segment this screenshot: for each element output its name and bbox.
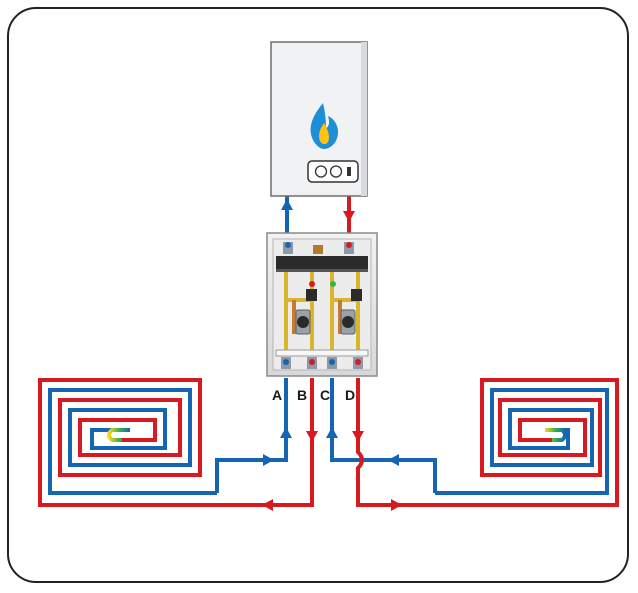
arrow-b-down bbox=[306, 431, 318, 442]
pipe-b bbox=[270, 378, 314, 507]
arrow-a-up bbox=[280, 427, 292, 438]
label-c: C bbox=[320, 387, 331, 403]
cabinet-copper-bypass bbox=[292, 300, 342, 334]
boiler-control-panel bbox=[307, 160, 359, 183]
cabinet-valve-actuators bbox=[306, 281, 362, 301]
label-b: B bbox=[297, 387, 308, 403]
underfloor-heating-coil-left bbox=[38, 378, 270, 507]
flow-arrows bbox=[262, 427, 402, 511]
arrow-left-return-right bbox=[263, 454, 274, 466]
arrow-right-return-left bbox=[388, 454, 399, 466]
cabinet-bottom-valves bbox=[281, 357, 363, 369]
flame-icon bbox=[310, 103, 338, 149]
boiler-display bbox=[347, 167, 351, 176]
label-d: D bbox=[345, 387, 356, 403]
cabinet-header-bar bbox=[276, 256, 368, 269]
coil-left-flow-pipe bbox=[38, 378, 270, 507]
mixing-manifold-cabinet bbox=[266, 232, 378, 377]
gas-boiler-icon bbox=[270, 41, 368, 197]
arrow-c-up bbox=[326, 427, 338, 438]
coil-left-center-bend bbox=[107, 428, 130, 442]
label-a: A bbox=[272, 387, 283, 403]
pipe-a bbox=[215, 378, 288, 493]
cabinet-bottom-rail bbox=[275, 349, 369, 357]
arrow-boiler-flow-down bbox=[343, 211, 355, 222]
arrow-left-flow-left bbox=[262, 499, 273, 511]
boiler-side-shadow bbox=[361, 42, 367, 196]
coil-right-return-pipe bbox=[435, 388, 609, 495]
boiler-dial-right bbox=[329, 165, 343, 178]
arrow-boiler-return-up bbox=[281, 199, 293, 210]
underfloor-heating-coil-right bbox=[370, 378, 619, 507]
pipe-c bbox=[330, 378, 437, 493]
boiler-dial-left bbox=[314, 165, 328, 178]
cabinet-pumps bbox=[295, 309, 356, 335]
arrow-right-flow-right bbox=[391, 499, 402, 511]
arrow-d-down bbox=[352, 431, 364, 442]
coil-right-flow-pipe bbox=[370, 378, 619, 507]
coil-left-return-pipe bbox=[48, 388, 217, 495]
cabinet-top-valves bbox=[283, 242, 354, 254]
coil-right-center-bend bbox=[545, 428, 567, 442]
pipe-d bbox=[356, 378, 370, 507]
